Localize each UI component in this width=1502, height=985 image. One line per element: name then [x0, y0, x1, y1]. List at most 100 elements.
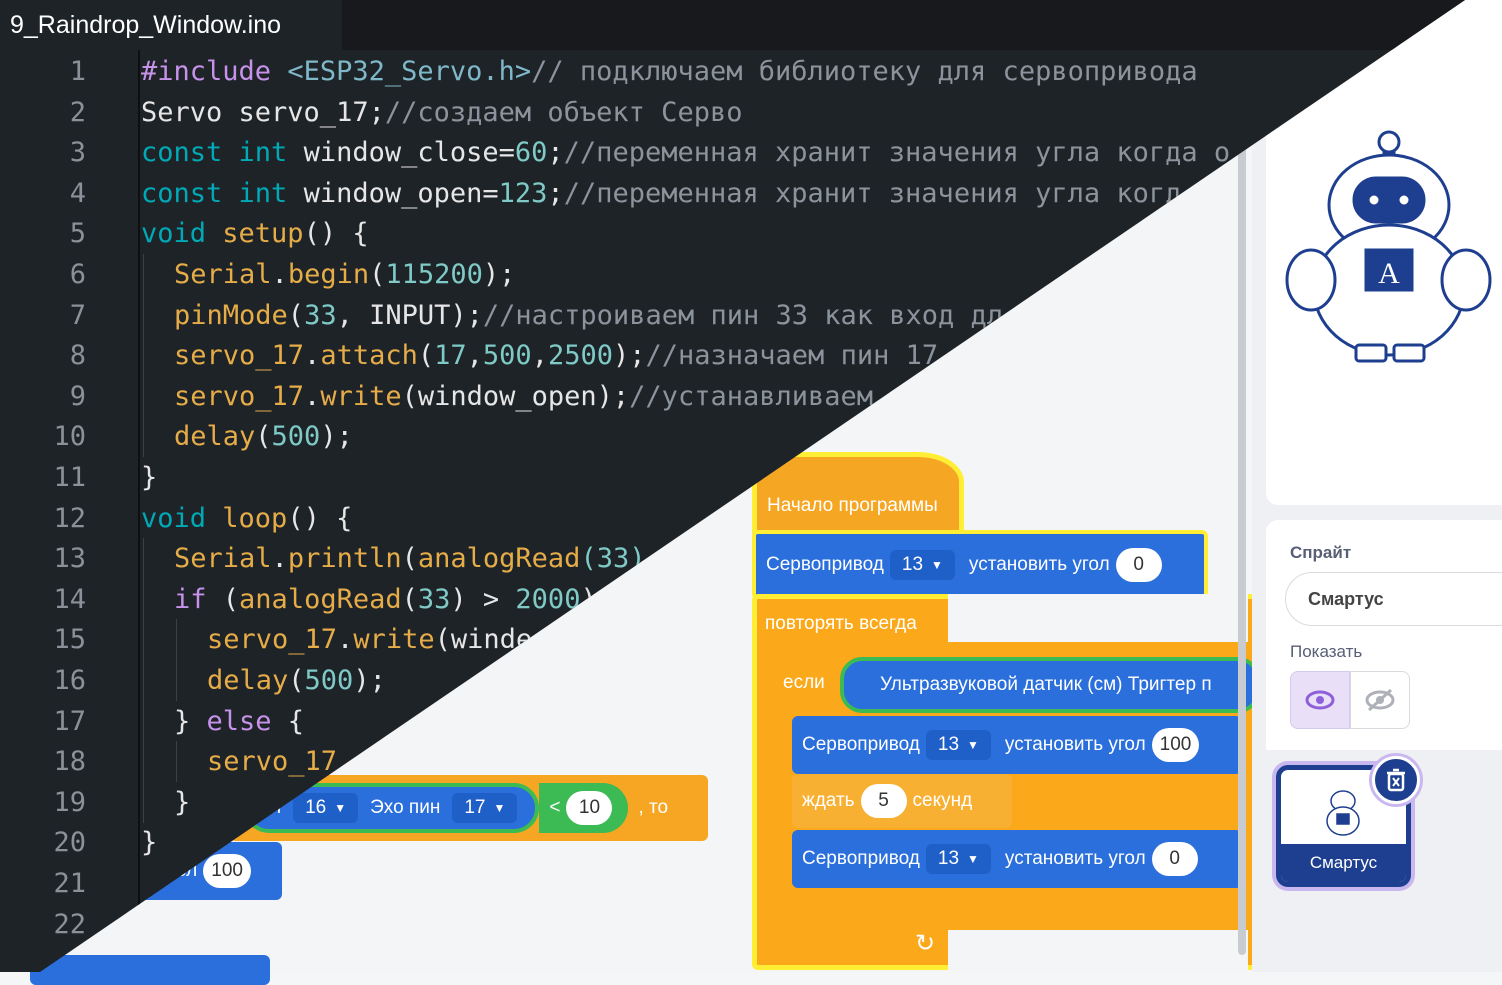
trash-icon [1387, 768, 1405, 792]
code-token: servo_17 [174, 380, 305, 412]
sensor-label: Ультразвуковой датчик (см) Тригтер п [880, 674, 1212, 695]
show-sprite-button[interactable] [1290, 671, 1350, 729]
angle-input-open[interactable]: 100 [1151, 728, 1200, 762]
angle-input-close[interactable]: 0 [1151, 842, 1198, 876]
line-number: 14 [53, 583, 86, 615]
code-token: pinMode [174, 299, 288, 331]
code-token: analogRead [417, 543, 581, 575]
bg-echo-pin-dropdown[interactable]: 17 ▼ [452, 793, 518, 823]
if-label: если [783, 672, 825, 693]
chevron-down-icon: ▼ [967, 852, 979, 866]
code-line[interactable]: 19} [0, 781, 1465, 823]
servo-pin-dropdown[interactable]: 13▼ [925, 844, 991, 874]
servo-set-angle-block-initial[interactable]: Сервопривод 13▼ установить угол 0 [752, 530, 1208, 600]
code-text: servo_17.write(window_open);//устанавлив… [174, 376, 873, 417]
ultrasonic-sensor-block[interactable]: Ультразвуковой датчик (см) Тригтер п [840, 657, 1260, 713]
line-number: 12 [53, 502, 86, 534]
servo-set-angle-block-open[interactable]: Сервопривод 13▼ установить угол 100 [792, 716, 1242, 774]
show-label: Показать [1290, 642, 1363, 661]
code-token: } [141, 827, 158, 859]
sprite-name-field[interactable]: Смартус [1285, 572, 1502, 626]
code-token: ) > [450, 583, 516, 615]
workspace-scrollbar[interactable] [1238, 140, 1246, 955]
code-text: void setup() { [141, 213, 369, 254]
code-line[interactable]: 14 if (analogRead(33) > 2000) [0, 578, 1465, 620]
servo-label: Сервопривод [766, 554, 884, 575]
bg-angle-input[interactable]: 100 [203, 854, 251, 888]
hide-sprite-button[interactable] [1350, 671, 1410, 729]
code-token: ( [287, 299, 305, 331]
code-token: ); [320, 421, 353, 453]
code-token: delay [174, 421, 256, 453]
servo-set-angle-block-close[interactable]: Сервопривод 13▼ установить угол 0 [792, 830, 1242, 888]
servo-pin-dropdown[interactable]: 13▼ [925, 730, 991, 760]
code-token: <ESP32_Servo.h> [287, 56, 532, 87]
start-program-label: Начало программы [767, 495, 938, 516]
forever-bottom-slot [948, 930, 1248, 972]
bg-compare-input[interactable]: 10 [566, 791, 613, 825]
line-number: 8 [69, 340, 86, 372]
line-number: 7 [69, 299, 86, 331]
code-line[interactable]: 11} [0, 457, 1465, 498]
start-program-block[interactable]: Начало программы [752, 452, 964, 538]
line-number: 20 [53, 827, 86, 859]
angle-input-initial[interactable]: 0 [1115, 548, 1162, 582]
code-token: . [304, 380, 321, 412]
stage-preview[interactable]: A [1266, 0, 1502, 505]
code-line[interactable]: 21 [0, 863, 1465, 904]
wait-block[interactable]: ждать 5 секунд [792, 774, 1012, 828]
code-line[interactable]: 8 servo_17.attach(17,500,2500);//назначае… [0, 335, 1465, 377]
indent-guide [143, 294, 144, 336]
eye-icon [1305, 690, 1335, 710]
code-line[interactable]: 22 [0, 904, 1465, 945]
bg-trig-pin-dropdown[interactable]: 16▼ [293, 793, 359, 823]
chevron-down-icon: ▼ [493, 801, 506, 815]
code-token: const int [141, 137, 304, 169]
code-token: ); [482, 259, 516, 290]
bg-bottom-block[interactable] [30, 955, 270, 985]
code-token: //настроиваем пин 33 как вход дл [482, 299, 1004, 331]
set-angle-label: установить угол [968, 554, 1110, 575]
sprite-tile[interactable]: Смартус [1276, 765, 1411, 887]
file-tab[interactable]: 9_Raindrop_Window.ino [0, 0, 342, 50]
bg-echo-pin-value: 17 [464, 797, 486, 818]
forever-slot [948, 594, 1248, 642]
servo-label: Сервопривод [802, 734, 920, 755]
code-line[interactable]: 20} [0, 822, 1465, 863]
loop-arrow-icon: ↻ [915, 930, 936, 957]
code-text: servo_17 [207, 741, 337, 782]
line-number: 4 [69, 177, 86, 209]
code-line[interactable]: 17} else { [0, 700, 1465, 742]
delete-sprite-button[interactable] [1372, 756, 1420, 804]
code-text: servo_17.attach(17,500,2500);//назначаем… [174, 335, 938, 376]
indent-guide [143, 700, 144, 742]
code-token: ( [255, 421, 272, 453]
servo-pin-dropdown[interactable]: 13▼ [889, 550, 955, 580]
servo-pin-value: 13 [937, 734, 960, 755]
code-token: . [337, 624, 354, 656]
code-line[interactable]: 1#include <ESP32_Servo.h>// подключаем б… [0, 51, 1465, 92]
code-token: 123 [498, 177, 548, 209]
code-token: servo_17 [207, 746, 338, 778]
line-number: 2 [69, 96, 86, 128]
indent-guide [143, 619, 144, 661]
code-text: if (analogRead(33) > 2000) [174, 579, 597, 620]
line-number: 15 [53, 624, 86, 656]
code-token: write [353, 624, 435, 656]
code-token: println [287, 543, 402, 575]
code-token: window_open= [303, 177, 499, 209]
wait-seconds-input[interactable]: 5 [860, 784, 907, 818]
line-number: 17 [53, 705, 86, 737]
